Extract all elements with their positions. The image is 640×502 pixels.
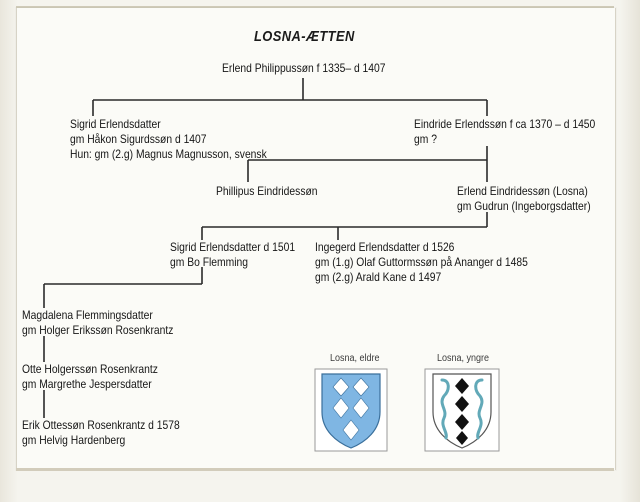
node-name-line: Sigrid Erlendsdatter — [70, 117, 161, 131]
coat-of-arms-older-label: Losna, eldre — [330, 353, 380, 364]
coat-of-arms-younger — [424, 368, 500, 452]
node-ingegerd-erlendsdatter: Ingegerd Erlendsdatter d 1526 gm (1.g) O… — [315, 240, 528, 285]
node-erlend-philippussoen: Erlend Philippussøn f 1335– d 1407 — [222, 61, 386, 76]
node-magdalena-flemmingsdatter: Magdalena Flemmingsdatter gm Holger Erik… — [22, 308, 173, 338]
node-spouse-line: gm Håkon Sigurdssøn d 1407 — [70, 132, 207, 146]
node-sigrid-erlendsdatter: Sigrid Erlendsdatter gm Håkon Sigurdssøn… — [70, 117, 267, 162]
node-spouse-line: gm Gudrun (Ingeborgsdatter) — [457, 199, 591, 213]
node-eindride-erlendssoen: Eindride Erlendssøn f ca 1370 – d 1450 g… — [414, 117, 595, 147]
node-spouse-line: gm (2.g) Arald Kane d 1497 — [315, 270, 442, 284]
node-name-line: Magdalena Flemmingsdatter — [22, 308, 153, 322]
lozenge-charges — [455, 378, 469, 445]
node-name-line: Erlend Philippussøn f 1335– d 1407 — [222, 61, 386, 75]
node-spouse-line: gm Helvig Hardenberg — [22, 433, 126, 447]
node-spouse-line: gm (1.g) Olaf Guttormssøn på Ananger d 1… — [315, 255, 528, 269]
node-erik-ottessoen: Erik Ottessøn Rosenkrantz d 1578 gm Helv… — [22, 418, 180, 448]
node-spouse-line: gm Margrethe Jespersdatter — [22, 377, 152, 391]
node-spouse-line: gm ? — [414, 132, 437, 146]
node-name-line: Phillipus Eindridessøn — [216, 184, 318, 198]
node-erlend-eindridessoen-losna: Erlend Eindridessøn (Losna) gm Gudrun (I… — [457, 184, 591, 214]
node-spouse-line: gm Holger Erikssøn Rosenkrantz — [22, 323, 174, 337]
node-phillipus-eindridessoen: Phillipus Eindridessøn — [216, 184, 318, 199]
coat-of-arms-older — [314, 368, 388, 452]
seahorse-supporters — [440, 378, 484, 440]
node-name-line: Erik Ottessøn Rosenkrantz d 1578 — [22, 418, 180, 432]
node-sigrid-erlendsdatter-1501: Sigrid Erlendsdatter d 1501 gm Bo Flemmi… — [170, 240, 295, 270]
node-spouse-line: gm Bo Flemming — [170, 255, 249, 269]
lozenge-charges — [332, 377, 370, 441]
node-otte-holgerssoen: Otte Holgerssøn Rosenkrantz gm Margrethe… — [22, 362, 158, 392]
node-name-line: Eindride Erlendssøn f ca 1370 – d 1450 — [414, 117, 596, 131]
node-note-line: Hun: gm (2.g) Magnus Magnusson, svensk — [70, 147, 267, 161]
node-name-line: Ingegerd Erlendsdatter d 1526 — [315, 240, 455, 254]
node-name-line: Erlend Eindridessøn (Losna) — [457, 184, 588, 198]
shield-older-field — [321, 373, 381, 449]
bottom-rule — [16, 468, 614, 471]
diagram-title: LOSNA-ÆTTEN — [254, 28, 355, 45]
node-name-line: Otte Holgerssøn Rosenkrantz — [22, 362, 158, 376]
coat-of-arms-younger-label: Losna, yngre — [437, 353, 490, 364]
node-name-line: Sigrid Erlendsdatter d 1501 — [170, 240, 296, 254]
